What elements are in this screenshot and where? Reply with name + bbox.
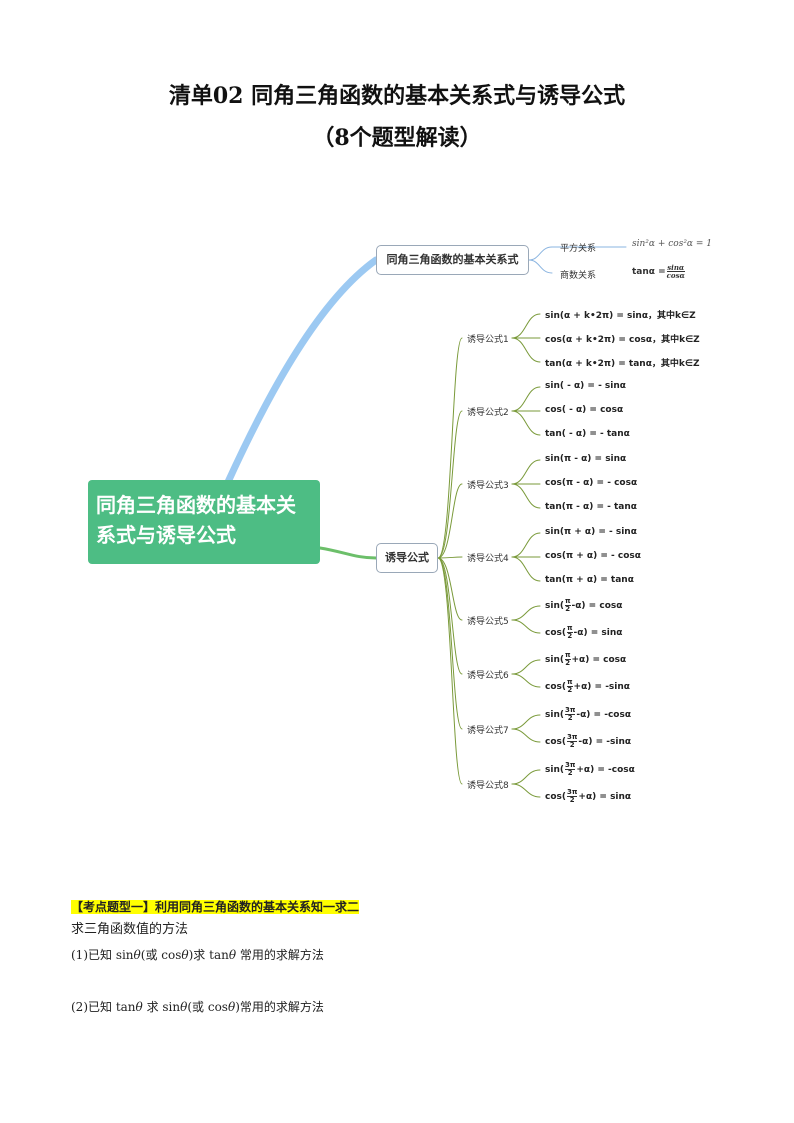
connector-square (528, 246, 627, 261)
connector-formula (511, 673, 541, 688)
connector-root-induction (318, 546, 378, 560)
induction-formula: tan( - α) = - tanα (545, 429, 630, 439)
page-subtitle: （8个题型解读） (312, 125, 482, 151)
connector-formula (511, 556, 541, 582)
connector-formula (511, 714, 541, 730)
connector-formula (511, 386, 541, 412)
quotient-denominator: cosα (666, 271, 685, 280)
connector-quotient (528, 259, 553, 274)
induction-formula: sin( - α) = - sinα (545, 381, 626, 391)
connector-formula (511, 313, 541, 339)
induction-formula: tan(α + k•2π) = tanα，其中k∈Z (545, 359, 700, 369)
induction-group-label: 诱导公式4 (467, 554, 509, 564)
induction-group-label: 诱导公式8 (467, 781, 509, 791)
induction-formula: cos(π - α) = - cosα (545, 478, 638, 488)
induction-group-label: 诱导公式3 (467, 481, 509, 491)
connector-group-8 (437, 557, 463, 785)
quotient-numerator: sinα (666, 263, 685, 272)
connector-group-6 (437, 557, 463, 675)
induction-formula: cos( - α) = cosα (545, 405, 624, 415)
mindmap-root-node: 同角三角函数的基本关系式与诱导公式 (88, 480, 320, 564)
induction-group-label: 诱导公式5 (467, 617, 509, 627)
connector-root-basic (224, 256, 380, 486)
induction-group-label: 诱导公式2 (467, 408, 509, 418)
connector-formula (511, 337, 541, 363)
quotient-lhs: tanα = (632, 267, 666, 277)
induction-formula: tan(π + α) = tanα (545, 575, 634, 585)
connector-group-2 (437, 410, 463, 559)
connector-formula (511, 659, 541, 675)
induction-formula: sin(α + k•2π) = sinα，其中k∈Z (545, 311, 696, 321)
connector-formula (511, 619, 541, 634)
connector-formula (511, 769, 541, 785)
induction-group-label: 诱导公式1 (467, 335, 509, 345)
connector-formula (511, 483, 541, 509)
square-relation-label: 平方关系 (560, 244, 597, 254)
method-item-2: (2)已知 tanθ 求 sinθ(或 cosθ)常用的求解方法 (71, 1000, 324, 1014)
connector-group-4 (437, 556, 463, 559)
connector-formula (511, 410, 541, 436)
connector-formula (511, 459, 541, 485)
induction-formulas-node: 诱导公式 (376, 543, 438, 573)
connector-formula (511, 605, 541, 621)
induction-formula: tan(π - α) = - tanα (545, 502, 637, 512)
induction-formula: cos(α + k•2π) = cosα，其中k∈Z (545, 335, 700, 345)
induction-formula: sin(π + α) = - sinα (545, 527, 637, 537)
connector-formula (511, 728, 541, 743)
connector-formula (511, 532, 541, 558)
induction-formula: cos(π + α) = - cosα (545, 551, 641, 561)
section-subheading: 求三角函数值的方法 (71, 922, 189, 937)
induction-formula: sin(π - α) = sinα (545, 454, 627, 464)
connector-group-1 (437, 337, 463, 559)
section-heading: 【考点题型一】利用同角三角函数的基本关系知一求二 (71, 898, 360, 915)
connector-formula (511, 783, 541, 798)
quotient-relation-label: 商数关系 (560, 271, 597, 281)
page-title: 清单02 同角三角函数的基本关系式与诱导公式 (168, 83, 626, 109)
method-item-1: (1)已知 sinθ(或 cosθ)求 tanθ 常用的求解方法 (71, 948, 324, 962)
connector-group-3 (437, 483, 463, 559)
basic-relations-node: 同角三角函数的基本关系式 (376, 245, 529, 275)
section-heading-text: 【考点题型一】利用同角三角函数的基本关系知一求二 (71, 900, 360, 914)
square-relation-formula: sin²α + cos²α = 1 (632, 239, 712, 249)
induction-group-label: 诱导公式6 (467, 671, 509, 681)
induction-group-label: 诱导公式7 (467, 726, 509, 736)
connector-group-5 (437, 557, 463, 621)
